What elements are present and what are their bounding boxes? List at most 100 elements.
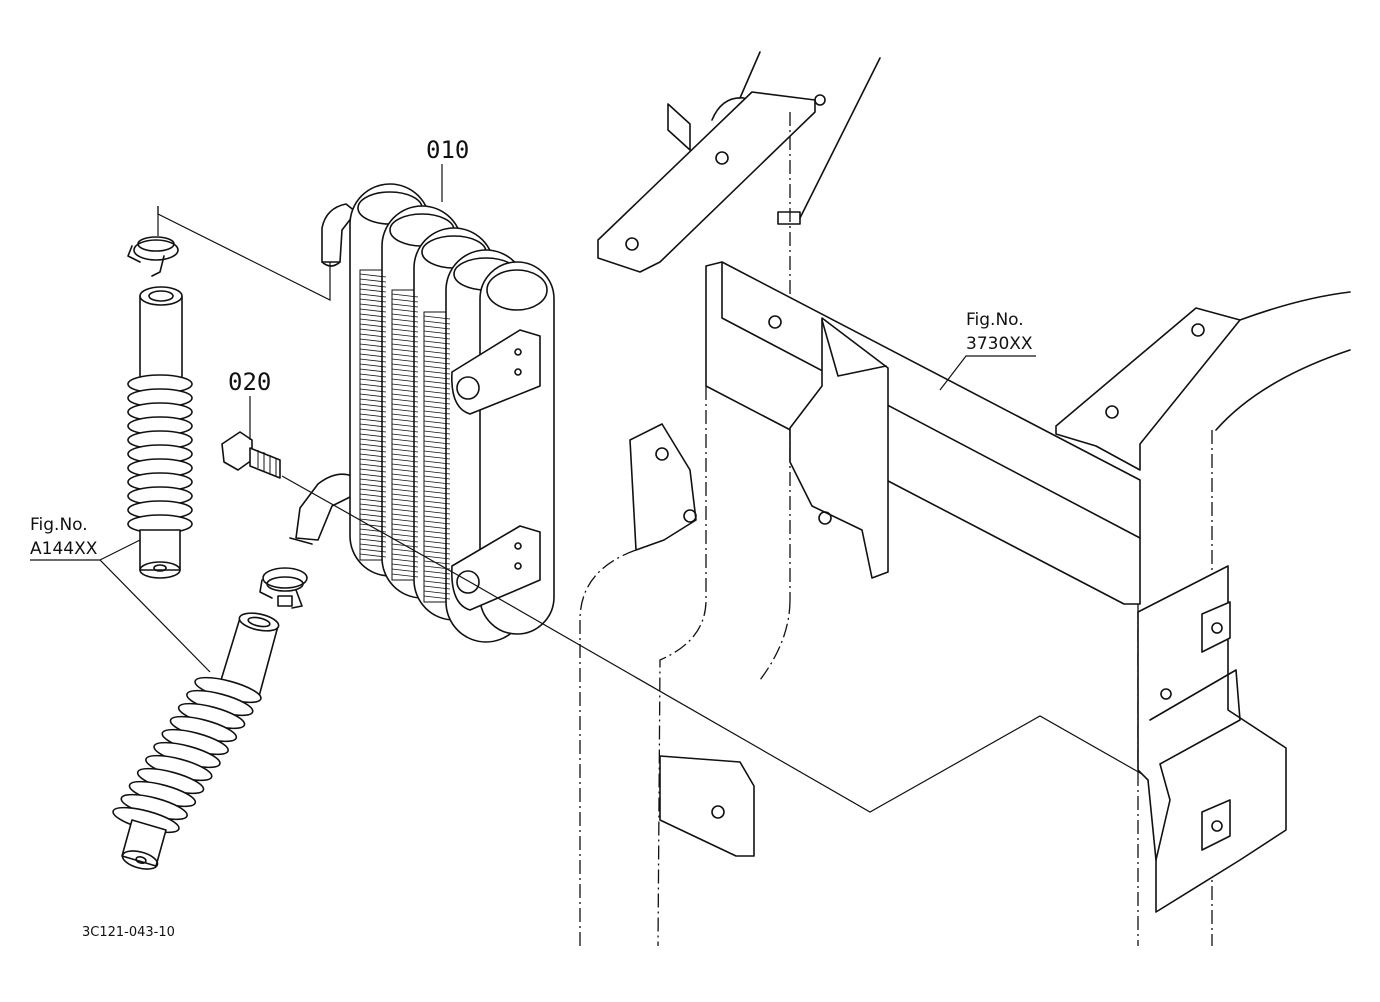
- fin-line: [423, 595, 451, 600]
- fin-line: [359, 363, 387, 368]
- fin-line: [359, 358, 387, 363]
- fin-line: [391, 383, 419, 388]
- small-block: [777, 211, 801, 225]
- elbow-end: [321, 261, 341, 267]
- fig-ref-3730-code: 3730XX: [966, 334, 1033, 354]
- fin-line: [359, 348, 387, 353]
- fin-line: [423, 330, 451, 335]
- lower-hose-ribs: [112, 676, 262, 834]
- fin-line: [359, 318, 387, 323]
- fin-line: [391, 393, 419, 398]
- fin-line: [391, 508, 419, 513]
- fin-line: [359, 538, 387, 543]
- fin-line: [423, 410, 451, 415]
- fin-line: [359, 328, 387, 333]
- fin-line: [391, 478, 419, 483]
- callout-020: 020: [228, 368, 271, 396]
- panel-hole: [768, 315, 782, 329]
- fin-line: [423, 560, 451, 565]
- fin-line: [391, 303, 419, 308]
- fin-line: [391, 428, 419, 433]
- fin-line: [391, 538, 419, 543]
- fin-line: [391, 433, 419, 438]
- fin-line: [391, 318, 419, 323]
- fin-line: [423, 340, 451, 345]
- fin-line: [423, 525, 451, 530]
- right-bracket: [1055, 307, 1241, 471]
- drawing-code: 3C121-043-10: [82, 925, 175, 940]
- fin-line: [423, 570, 451, 575]
- bolt-thread: [257, 450, 277, 476]
- fin-line: [391, 563, 419, 568]
- upper-hose-ribs: [127, 374, 193, 534]
- fin-line: [423, 320, 451, 325]
- fin-line: [423, 405, 451, 410]
- fin-line: [391, 423, 419, 428]
- cooler-front-top: [486, 269, 548, 311]
- bent-plate: [789, 317, 889, 579]
- fin-line: [423, 550, 451, 555]
- oil-cooler: [289, 183, 555, 643]
- fin-line: [423, 470, 451, 475]
- frame-edge: [799, 57, 881, 219]
- fin-line: [391, 548, 419, 553]
- fin-line: [423, 415, 451, 420]
- fin-line: [391, 293, 419, 298]
- fin-line: [359, 498, 387, 503]
- fin-line: [423, 350, 451, 355]
- fin-line: [423, 365, 451, 370]
- fin-line: [359, 453, 387, 458]
- upright: [579, 549, 637, 946]
- hose-tail-bore: [153, 564, 167, 572]
- fin-line: [359, 293, 387, 298]
- fin-line: [359, 278, 387, 283]
- fin-line: [391, 528, 419, 533]
- top-bracket-hole: [715, 151, 729, 165]
- fin-line: [391, 463, 419, 468]
- fin-line: [423, 430, 451, 435]
- small-bracket-hole: [683, 509, 697, 523]
- fin-line: [423, 450, 451, 455]
- fin-line: [359, 438, 387, 443]
- fin-line: [359, 483, 387, 488]
- lower-hose-bore: [247, 616, 271, 628]
- cross-panel-edge: [721, 261, 1141, 539]
- fin-line: [359, 288, 387, 293]
- top-bracket-tab: [667, 103, 691, 151]
- fin-line: [391, 468, 419, 473]
- fin-line: [359, 473, 387, 478]
- cooler-inlet-elbow: [321, 203, 357, 263]
- fin-line: [359, 353, 387, 358]
- lower-bracket-hole: [711, 805, 725, 819]
- top-bracket-hole: [625, 237, 639, 251]
- fin-line: [423, 535, 451, 540]
- fin-line: [423, 435, 451, 440]
- fin-line: [423, 580, 451, 585]
- fin-line: [423, 505, 451, 510]
- fin-line: [359, 528, 387, 533]
- fin-line: [423, 515, 451, 520]
- fin-line: [359, 513, 387, 518]
- fin-line: [391, 448, 419, 453]
- fin-line: [391, 363, 419, 368]
- fin-line: [391, 358, 419, 363]
- fin-line: [391, 568, 419, 573]
- fin-line: [359, 458, 387, 463]
- tab-rivet: [514, 348, 522, 356]
- fin-line: [423, 480, 451, 485]
- fin-line: [359, 428, 387, 433]
- upper-mounting-tab: [451, 329, 541, 415]
- fin-line: [391, 493, 419, 498]
- fin-line: [391, 438, 419, 443]
- top-bracket: [597, 91, 816, 273]
- hose-bore: [148, 290, 174, 302]
- mounting-hole: [456, 376, 480, 400]
- lower-hose-tail-end: [121, 850, 159, 870]
- fin-line: [359, 488, 387, 493]
- left-small-bracket: [629, 423, 697, 551]
- fin-line: [423, 375, 451, 380]
- fin-line: [391, 418, 419, 423]
- upright: [657, 386, 707, 947]
- fin-line: [423, 335, 451, 340]
